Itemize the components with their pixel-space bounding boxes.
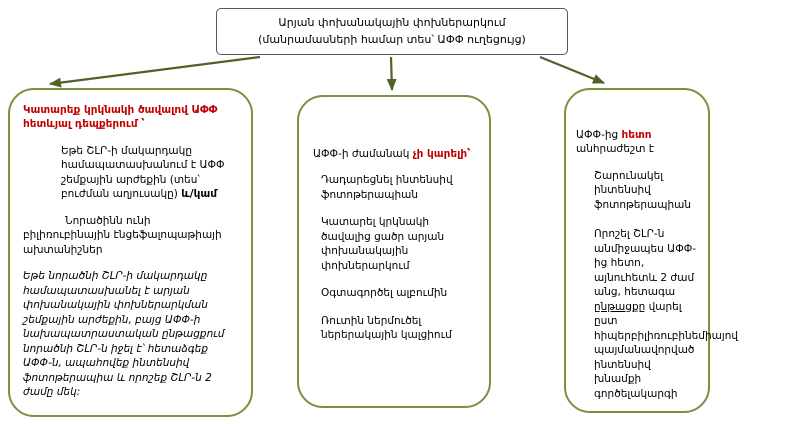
right-heading-prefix: ԱՓՓ-ից bbox=[576, 129, 622, 141]
during-procedure-prohibitions-box: ԱՓՓ-ի ժամանակ չի կարելի՝ Դադարեցնել ինտե… bbox=[297, 95, 491, 408]
post-procedure-actions-box: ԱՓՓ-ից հետո անհրաժեշտ է Շարունակել ինտեն… bbox=[564, 88, 738, 413]
right-box-heading: ԱՓՓ-ից հետո անհրաժեշտ է bbox=[576, 128, 700, 157]
left-box-criterion-threshold: Եթե ՇԼՐ-ի մակարդակը համապատասխանում է ԱՓ… bbox=[61, 144, 238, 202]
middle-heading-prohibited-label: չի կարելի՝ bbox=[412, 148, 471, 160]
middle-box-heading: ԱՓՓ-ի ժամանակ չի կարելի՝ bbox=[313, 147, 477, 161]
left-box-heading: Կատարեք կրկնակի ծավալով ԱՓՓ հետևյալ դեպք… bbox=[23, 104, 218, 131]
double-volume-indications-box: Կատարեք կրկնակի ծավալով ԱՓՓ հետևյալ դեպք… bbox=[8, 88, 253, 417]
left-box-criterion-encephalopathy: Նորածինն ունի բիլիռուբինային էնցեֆալոպաթ… bbox=[23, 214, 222, 256]
title-box-line2: (մանրամասների համար տես՝ ԱՓՓ ուղեցույց) bbox=[258, 33, 526, 46]
post-item-continue-phototherapy: Շարունակել ինտենսիվ ֆոտոթերապիան bbox=[594, 169, 692, 211]
post-item-measure-tsb: Որոշել ՇԼՐ-ն անմիջապես ԱՓՓ-ից հետո, այնո… bbox=[594, 227, 738, 401]
right-heading-after-label: հետո bbox=[621, 129, 652, 141]
post-item-measure-tail: վարել ըստ հիպերբիլիռուբինեմիայով պայմանա… bbox=[594, 300, 739, 400]
middle-heading-prefix: ԱՓՓ-ի ժամանակ bbox=[313, 148, 413, 160]
post-item-course-underlined: ընթացքը bbox=[594, 300, 646, 313]
exchange-transfusion-title-box: Արյան փոխանակային փոխներարկում (մանրամաս… bbox=[216, 8, 568, 55]
criterion-andor-label: և/կամ bbox=[181, 188, 217, 201]
arrow-to-middle-box bbox=[386, 56, 397, 91]
arrow-to-right-box bbox=[539, 55, 605, 85]
left-box-postpone-note: Եթե նորածնի ՇԼՐ-ի մակարդակը համապատասխան… bbox=[23, 270, 225, 399]
title-box-line1: Արյան փոխանակային փոխներարկում bbox=[278, 16, 506, 30]
right-heading-suffix: անհրաժեշտ է bbox=[576, 143, 655, 156]
prohibition-item-albumin: Օգտագործել ալբումին bbox=[321, 287, 448, 300]
prohibition-item-iv-calcium: Ռուտին ներմուծել ներերակային կալցիում bbox=[321, 314, 452, 342]
prohibition-item-stop-phototherapy: Դադարեցնել ինտենսիվ ֆոտոթերապիան bbox=[321, 174, 453, 201]
post-item-measure-text: Որոշել ՇԼՐ-ն անմիջապես ԱՓՓ-ից հետո, այնո… bbox=[594, 228, 697, 299]
arrow-to-left-box bbox=[49, 55, 261, 88]
prohibition-item-lower-volume: Կատարել կրկնակի ծավալից ցածր արյան փոխան… bbox=[321, 216, 445, 272]
criterion-threshold-text: Եթե ՇԼՐ-ի մակարդակը համապատասխանում է ԱՓ… bbox=[61, 144, 225, 201]
